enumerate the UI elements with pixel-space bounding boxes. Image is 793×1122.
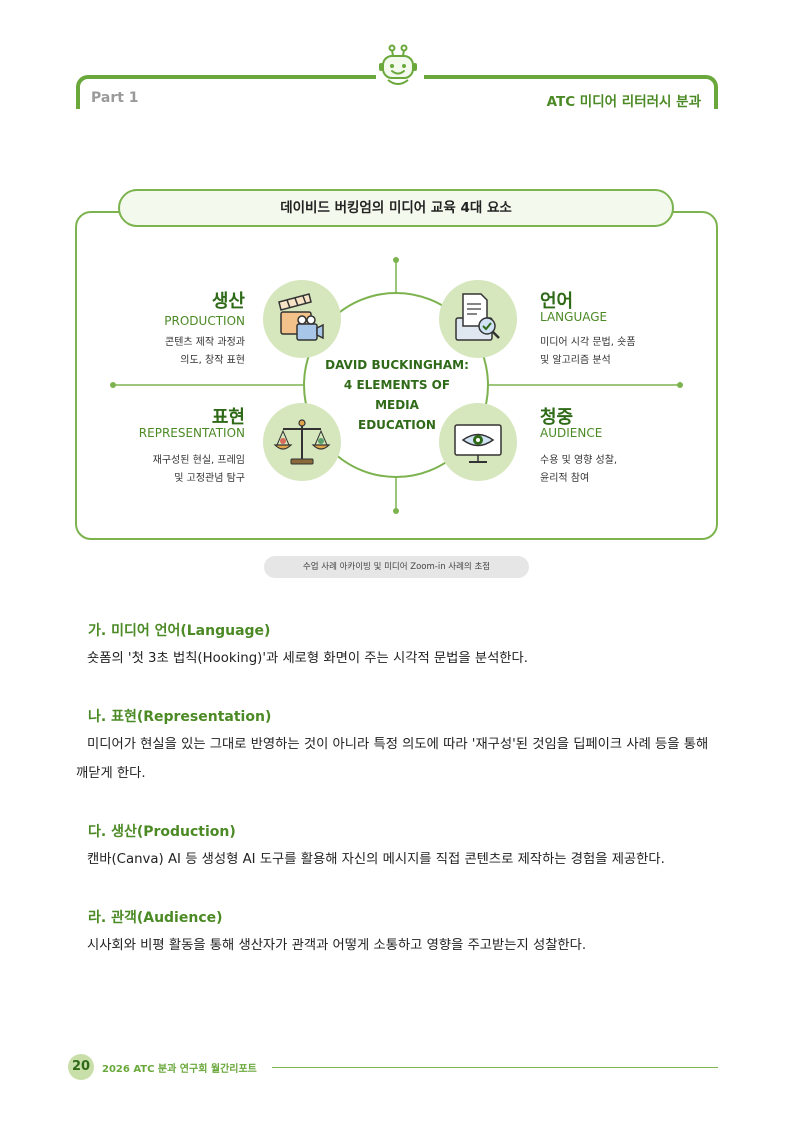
section-heading-language: 가. 미디어 언어(Language)	[88, 623, 271, 639]
footer-title: 2026 ATC 분과 연구회 월간리포트	[102, 1064, 257, 1075]
center-line: EDUCATION	[358, 418, 436, 432]
center-line: 4 ELEMENTS OF	[343, 378, 451, 392]
section-heading-representation: 나. 표현(Representation)	[88, 709, 272, 725]
section-heading-audience: 라. 관객(Audience)	[88, 910, 223, 926]
balance-scale-icon	[263, 403, 341, 481]
production-title: 생산	[211, 291, 245, 312]
production-description: 콘텐츠 제작 과정과 의도, 창작 표현	[165, 337, 245, 366]
representation-title: 표현	[211, 407, 245, 428]
diagram-caption: 수업 사례 아카이빙 및 미디어 Zoom-in 사례의 초점	[264, 556, 529, 578]
diagram-title: 데이비드 버킹엄의 미디어 교육 4대 요소	[118, 189, 674, 227]
representation-description: 재구성된 현실, 프레임 및 고정관념 탐구	[152, 455, 245, 484]
diagram-center-label: DAVID BUCKINGHAM: 4 ELEMENTS OF MEDIA ED…	[318, 355, 476, 435]
audience-subtitle: AUDIENCE	[540, 426, 603, 440]
section-body-production: 캔바(Canva) AI 등 생성형 AI 도구를 활용해 자신의 메시지를 직…	[87, 852, 665, 867]
audience-title: 청중	[540, 407, 574, 428]
representation-subtitle: REPRESENTATION	[138, 426, 245, 440]
production-subtitle: PRODUCTION	[164, 314, 245, 328]
section-heading-production: 다. 생산(Production)	[88, 824, 236, 840]
footer-rule	[272, 1067, 718, 1068]
header-rule-left	[76, 75, 376, 109]
section-name: ATC 미디어 리터러시 분과	[546, 94, 701, 110]
section-body-audience: 시사회와 비평 활동을 통해 생산자가 관객과 어떻게 소통하고 영향을 주고받…	[87, 938, 587, 953]
section-body-language: 숏폼의 '첫 3초 법칙(Hooking)'과 세로형 화면이 주는 시각적 문…	[87, 651, 529, 666]
header-rule-right	[424, 75, 718, 109]
language-subtitle: LANGUAGE	[540, 310, 608, 324]
center-line: MEDIA	[375, 398, 419, 412]
language-description: 미디어 시각 문법, 숏폼 및 알고리즘 분석	[540, 337, 636, 366]
language-title: 언어	[540, 291, 574, 312]
center-line: DAVID BUCKINGHAM:	[325, 358, 469, 372]
audience-description: 수용 및 영향 성찰, 윤리적 참여	[540, 455, 618, 484]
document-magnifier-icon	[439, 280, 517, 358]
monitor-eye-icon	[439, 403, 517, 481]
robot-mascot-icon	[379, 44, 417, 85]
page-number: 20	[68, 1054, 94, 1080]
part-label: Part 1	[91, 90, 139, 106]
section-body-representation: 미디어가 현실을 있는 그대로 반영하는 것이 아니라 특정 의도에 따라 '재…	[76, 737, 709, 781]
clapperboard-camera-icon	[263, 280, 341, 358]
